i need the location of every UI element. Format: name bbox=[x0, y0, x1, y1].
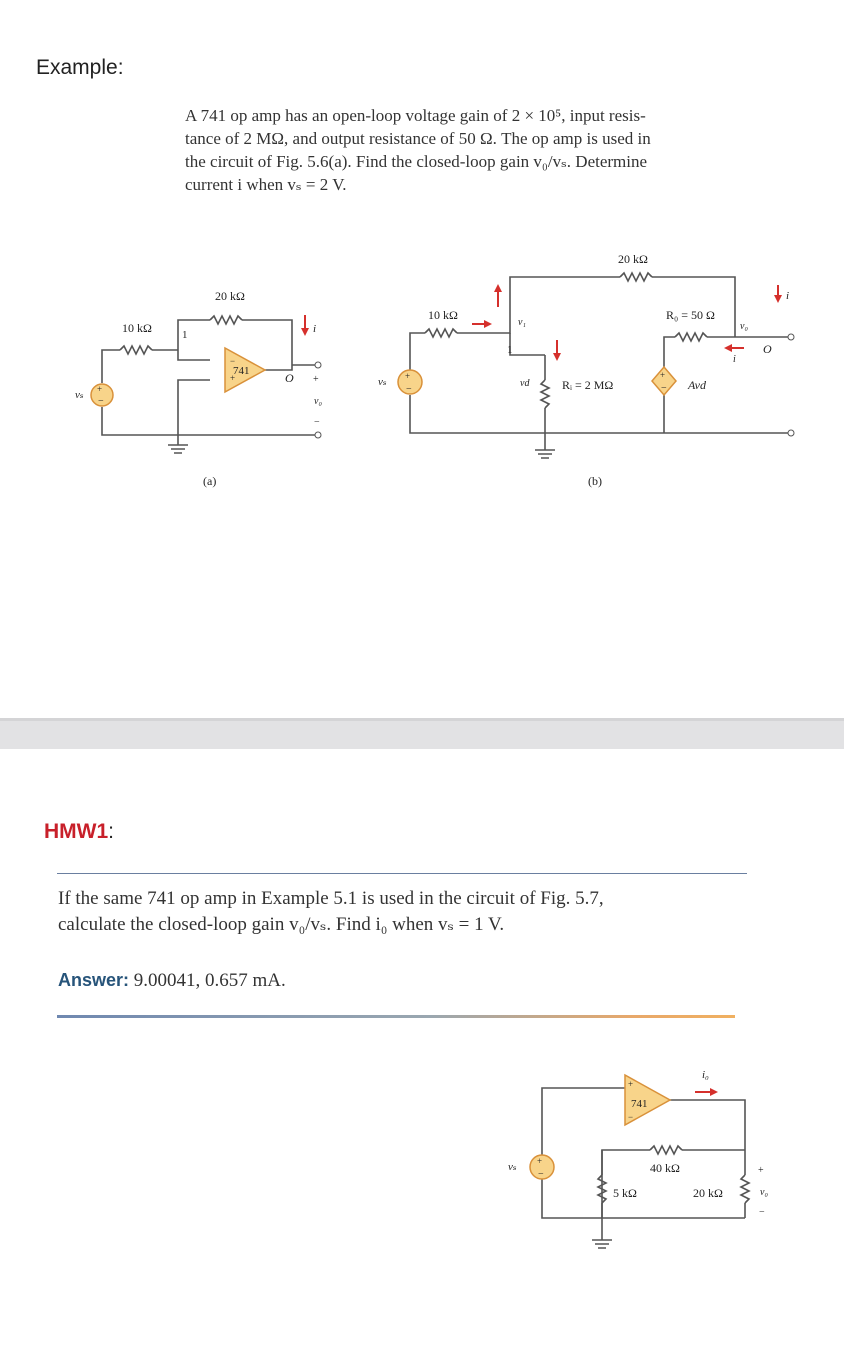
figure-caption: (b) bbox=[588, 474, 602, 488]
resistor-label: 10 kΩ bbox=[428, 308, 458, 322]
current-label: i₀ bbox=[702, 1069, 709, 1081]
problem-line: the circuit of Fig. 5.6(a). Find the clo… bbox=[185, 152, 648, 171]
example-heading: Example: bbox=[36, 56, 124, 79]
current-label: i bbox=[733, 354, 736, 365]
resistor-label: 5 kΩ bbox=[613, 1186, 637, 1200]
svg-text:−: − bbox=[538, 1169, 544, 1180]
problem-line: calculate the closed-loop gain v₀/vₛ. Fi… bbox=[58, 914, 505, 935]
svg-text:+: + bbox=[537, 1156, 542, 1166]
svg-text:+: + bbox=[628, 1079, 633, 1089]
problem-line: current i when vₛ = 2 V. bbox=[185, 175, 347, 194]
source-label: vₛ bbox=[75, 389, 84, 401]
resistor-label: 20 kΩ bbox=[618, 252, 648, 266]
problem-line: If the same 741 op amp in Example 5.1 is… bbox=[58, 888, 604, 909]
answer-label: Answer: bbox=[58, 970, 130, 990]
figure-caption: (a) bbox=[203, 474, 216, 488]
polarity-label: + bbox=[313, 374, 319, 385]
polarity-label: − bbox=[314, 417, 320, 428]
node-label: O bbox=[285, 371, 294, 385]
polarity-label: + bbox=[758, 1165, 764, 1176]
circuit-figure-5-7: + − + − 741 40 kΩ 5 kΩ 20 kΩ i₀ vₛ + v₀ − bbox=[508, 1069, 768, 1249]
svg-text:+: + bbox=[97, 384, 102, 394]
source-label: vₛ bbox=[508, 1161, 517, 1173]
resistor-label: 40 kΩ bbox=[650, 1161, 680, 1175]
output-label: v₀ bbox=[314, 396, 322, 407]
svg-text:+: + bbox=[660, 370, 665, 380]
current-label: i bbox=[313, 323, 316, 335]
resistor-label: 10 kΩ bbox=[122, 321, 152, 335]
opamp-a bbox=[224, 346, 267, 394]
output-label: v₀ bbox=[740, 321, 748, 332]
resistor-label: R₀ = 50 Ω bbox=[666, 308, 715, 322]
hmw-bottom-rule bbox=[57, 1015, 735, 1018]
svg-text:−: − bbox=[628, 1112, 633, 1122]
dependent-source bbox=[651, 365, 677, 397]
svg-text:−: − bbox=[98, 396, 104, 407]
node-voltage-label: vd bbox=[520, 378, 530, 389]
opamp-label: 741 bbox=[233, 365, 250, 377]
opamp-5-7 bbox=[624, 1073, 672, 1127]
hmw-top-rule bbox=[57, 873, 747, 874]
opamp-label: 741 bbox=[631, 1098, 648, 1110]
output-label: v₀ bbox=[760, 1187, 768, 1198]
source-label: vₛ bbox=[378, 376, 387, 388]
hmw-heading-colon: : bbox=[108, 820, 115, 843]
hmw-heading-label: HMW1 bbox=[44, 820, 109, 843]
resistor-label: Rᵢ = 2 MΩ bbox=[562, 378, 613, 392]
node-label: 1 bbox=[182, 329, 188, 341]
resistor-label: 20 kΩ bbox=[693, 1186, 723, 1200]
dependent-source-label: Avd bbox=[687, 378, 707, 392]
voltage-source-a bbox=[90, 383, 114, 407]
svg-text:−: − bbox=[406, 384, 412, 395]
example-problem-text: A 741 op amp has an open-loop voltage ga… bbox=[185, 104, 761, 196]
hmw-heading: HMW1: bbox=[44, 820, 114, 844]
svg-text:+: + bbox=[230, 373, 235, 383]
circuit-figure-b: + − + − 10 kΩ 20 kΩ Rᵢ = 2 MΩ R₀ = 50 Ω Av… bbox=[378, 252, 795, 488]
node-voltage-label: v₁ bbox=[518, 317, 526, 328]
circuit-figure-a: + − − + 741 10 kΩ 20 kΩ 1 O vₛ + v₀ − i (a… bbox=[75, 289, 322, 488]
hmw-problem-text: If the same 741 op amp in Example 5.1 is… bbox=[58, 886, 748, 938]
node-label: 1 bbox=[507, 344, 513, 356]
resistor-label: 20 kΩ bbox=[215, 289, 245, 303]
current-label: i bbox=[786, 290, 789, 302]
problem-line: A 741 op amp has an open-loop voltage ga… bbox=[185, 106, 646, 125]
answer-value: 9.00041, 0.657 mA. bbox=[133, 970, 286, 991]
svg-text:−: − bbox=[230, 356, 235, 366]
answer-line: Answer: 9.00041, 0.657 mA. bbox=[58, 970, 286, 992]
svg-text:+: + bbox=[405, 371, 410, 381]
polarity-label: − bbox=[759, 1207, 765, 1218]
section-separator bbox=[0, 718, 844, 749]
node-label: O bbox=[763, 342, 772, 356]
problem-line: tance of 2 MΩ, and output resistance of … bbox=[185, 129, 651, 148]
svg-text:−: − bbox=[661, 383, 667, 394]
